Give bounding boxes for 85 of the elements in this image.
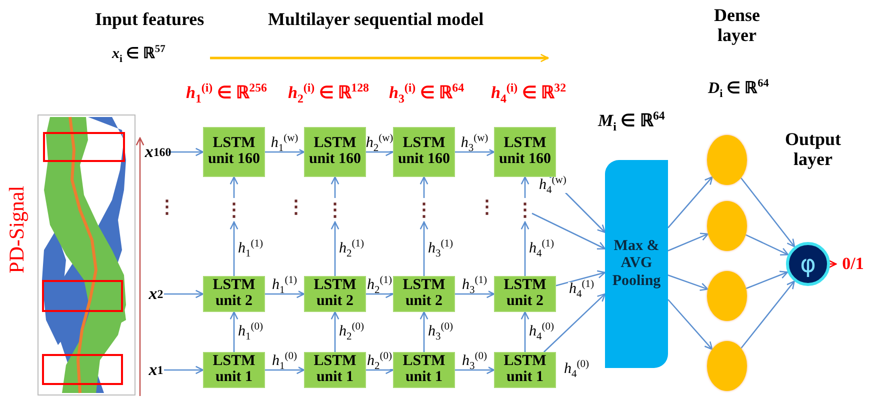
arrow: [265, 148, 305, 156]
ellipsis: ⋮: [227, 198, 241, 222]
arrow: [230, 311, 238, 352]
ellipsis: ⋮: [518, 198, 532, 222]
arrow: [668, 274, 708, 291]
arrow: [168, 148, 204, 156]
arrow: [520, 221, 530, 276]
arrow: [668, 176, 713, 228]
arrow: [330, 311, 340, 352]
lstm-unit-box: [203, 352, 265, 388]
neuron-circle: [707, 201, 747, 251]
dimension-label: D$_{i}$ ∈ ℝ$^{64}$: [708, 80, 769, 98]
lstm-unit-box: [304, 352, 366, 388]
arrow: [740, 280, 795, 349]
arrow: [420, 221, 428, 276]
axis-title: PD-Signal: [5, 184, 29, 276]
phi-symbol: φ: [800, 250, 816, 278]
lstm-unit-box: [494, 127, 556, 177]
unit-label: LSTM unit 160: [498, 136, 552, 168]
arrow: [420, 311, 428, 352]
unit-label: LSTM unit 160: [308, 136, 362, 168]
unit-label: LSTM unit 160: [206, 136, 262, 168]
pooling-dimension-label: M$_{i}$ ∈ ℝ$^{64}$: [598, 112, 665, 131]
unit-label: LSTM unit 2: [312, 278, 358, 310]
arrow: [668, 232, 709, 252]
dimension-label: h$_{2}$$^{(i)}$ ∈ ℝ$^{128}$: [288, 84, 369, 103]
arrow: [420, 176, 428, 198]
arrow: [543, 293, 606, 352]
lstm-unit-box: [494, 276, 556, 312]
unit-label: LSTM unit 1: [212, 354, 256, 386]
lstm-unit-box: [393, 352, 455, 388]
section-title: Multilayer sequential model: [268, 10, 484, 30]
section-title: Input features: [95, 10, 204, 30]
ellipsis: ⋮: [158, 198, 176, 218]
arrow: [164, 366, 204, 374]
dimension-label: h$_{4}$$^{(i)}$ ∈ ℝ$^{32}$: [491, 84, 566, 103]
arrow: [740, 178, 796, 248]
section-title: Output layer: [784, 130, 842, 170]
section-title: Dense layer: [713, 6, 761, 46]
arrow: [746, 270, 788, 290]
neuron-circle: [707, 341, 747, 391]
arrow: [164, 290, 204, 298]
arrow: [230, 176, 238, 198]
arrow: [330, 221, 340, 276]
neuron-circle: [707, 135, 747, 185]
lstm-unit-box: [494, 352, 556, 388]
unit-label: LSTM unit 2: [502, 278, 548, 310]
lstm-unit-box: [304, 276, 366, 312]
dimension-label: x$_{i}$ ∈ ℝ$^{57}$: [112, 46, 166, 62]
dimension-label: h$_{1}$$^{(i)}$ ∈ ℝ$^{256}$: [186, 84, 267, 103]
arrow: [520, 311, 530, 352]
dimension-label: h$_{3}$$^{(i)}$ ∈ ℝ$^{64}$: [389, 84, 464, 103]
unit-label: LSTM unit 2: [402, 278, 446, 310]
arrow: [745, 234, 789, 256]
arrow: [828, 260, 837, 268]
lstm-unit-box: [203, 276, 265, 312]
output-neuron: [786, 242, 830, 286]
arrow: [668, 299, 713, 350]
lstm-unit-box: [203, 127, 265, 177]
unit-label: LSTM unit 1: [402, 354, 446, 386]
unit-label: LSTM unit 1: [312, 354, 358, 386]
arrow: [556, 270, 606, 286]
pooling-box: [605, 160, 668, 368]
lstm-unit-box: [393, 276, 455, 312]
unit-label: LSTM unit 160: [396, 136, 452, 168]
arrow: [265, 290, 305, 298]
ellipsis: ⋮: [287, 198, 305, 218]
ellipsis: ⋮: [478, 198, 496, 218]
arrow: [455, 148, 495, 156]
arrow: [532, 212, 606, 250]
neuron-circle: [707, 271, 747, 321]
output-value: 0/1: [836, 253, 870, 275]
arrow: [230, 221, 238, 276]
ellipsis: ⋮: [417, 198, 431, 222]
lstm-unit-box: [304, 127, 366, 177]
arrow: [455, 290, 495, 298]
arrow: [520, 176, 530, 198]
lstm-unit-box: [393, 127, 455, 177]
arrow: [265, 366, 305, 374]
arrow: [455, 366, 495, 374]
unit-label: LSTM unit 1: [502, 354, 548, 386]
ellipsis: ⋮: [328, 198, 342, 222]
pooling-label: Max & AVG Pooling: [611, 238, 662, 290]
unit-label: LSTM unit 2: [212, 278, 256, 310]
arrow: [330, 176, 340, 198]
